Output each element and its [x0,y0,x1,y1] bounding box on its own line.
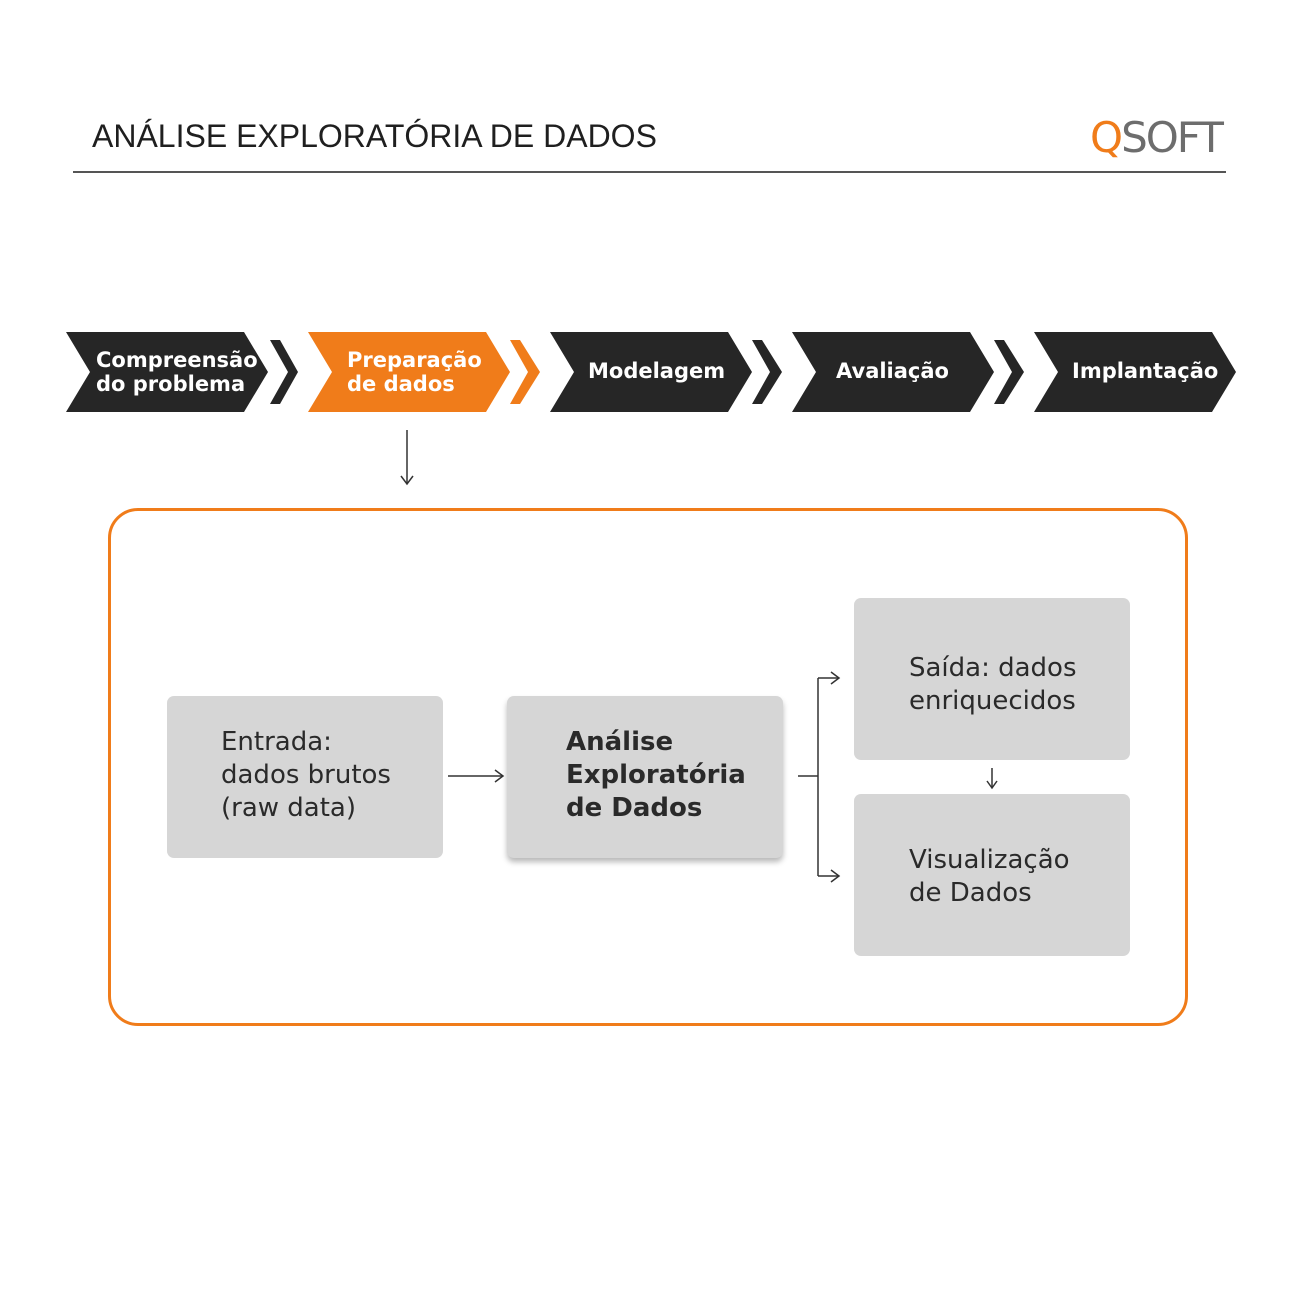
step-label-1: Compreensão do problema [96,348,258,396]
step-arrow-1 [270,340,298,404]
step-arrow-4 [994,340,1024,404]
input-box: Entrada: dados brutos (raw data) [167,696,443,858]
step-arrow-3 [752,340,782,404]
qsoft-logo: QSOFT [1090,113,1224,162]
visualization-box-text: Visualização de Dados [909,845,1070,908]
page-title: ANÁLISE EXPLORATÓRIA DE DADOS [92,118,657,154]
step-chevron-2[interactable] [308,332,510,412]
eda-box-text: Análise Exploratória de Dados [566,727,746,823]
output-box: Saída: dados enriquecidos [854,598,1130,760]
step-chevron-3[interactable] [550,332,752,412]
output-box-text: Saída: dados enriquecidos [909,653,1077,716]
step-chevron-4[interactable] [792,332,994,412]
step-chevron-1[interactable] [66,332,268,412]
step-label-2: Preparação de dados [347,348,482,396]
step-label-3: Modelagem [588,359,726,383]
step-chevron-5[interactable] [1034,332,1236,412]
logo-soft-text: SOFT [1121,113,1224,162]
detail-frame [108,508,1188,1026]
step-label-4: Avaliação [836,359,949,383]
output-to-visualization-head [986,780,998,790]
down-arrow-head [400,475,414,486]
step-arrow-2 [510,340,540,404]
logo-q-letter: Q [1090,113,1123,162]
eda-box: Análise Exploratória de Dados [507,696,783,858]
header-divider [73,171,1226,173]
branch-to-output-head [830,671,841,685]
flow-arrow-input-center-head [494,769,505,783]
branch-to-visualization-head [830,869,841,883]
step-label-5: Implantação [1072,359,1219,383]
visualization-box: Visualização de Dados [854,794,1130,956]
input-box-text: Entrada: dados brutos (raw data) [221,727,391,823]
